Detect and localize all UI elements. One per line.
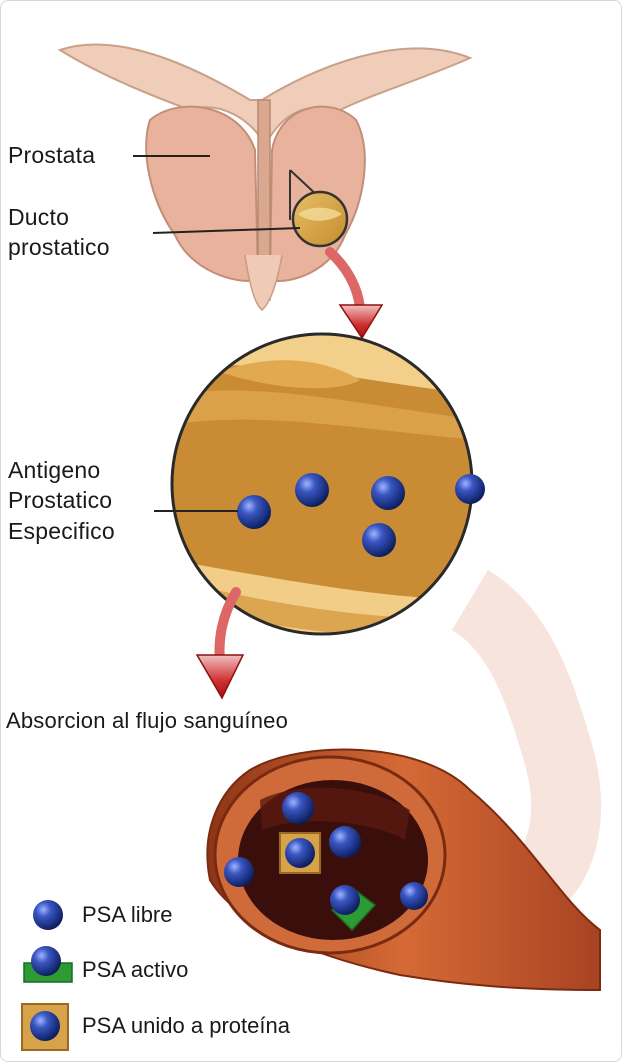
legend-bound-psa-icon	[30, 1011, 60, 1041]
psa-molecule-icon	[282, 792, 314, 824]
duct-leader-line	[152, 227, 301, 234]
prostate-label: Prostata	[8, 142, 96, 168]
psa-molecule-icon	[237, 495, 271, 529]
psa-molecule-icon	[330, 885, 360, 915]
psa-label: Antigeno Prostatico Especifico	[8, 455, 115, 546]
psa-label-line2: Prostatico	[8, 487, 113, 514]
absorption-label: Absorcion al flujo sanguíneo	[6, 708, 289, 733]
duct-label-line1: Ducto	[8, 204, 70, 230]
legend-active-psa-icon	[31, 946, 61, 976]
prostate-illustration	[57, 43, 473, 311]
legend-bound-label: PSA unido a proteína	[82, 1013, 290, 1038]
duct-label: Ducto prostatico	[8, 202, 110, 263]
psa-molecule-icon	[371, 476, 405, 510]
vessel-background-shape	[450, 570, 602, 905]
psa-molecule-icon	[224, 857, 254, 887]
psa-molecule-icon	[400, 882, 428, 910]
legend-free-psa-icon	[33, 900, 63, 930]
psa-molecule-icon	[285, 838, 315, 868]
legend-icons	[21, 900, 73, 1051]
psa-molecule-icon	[329, 826, 361, 858]
psa-molecule-icon	[295, 473, 329, 507]
psa-label-line3: Especifico	[8, 517, 115, 544]
duct-zoom-circle	[170, 332, 474, 636]
psa-molecule-icon	[362, 523, 396, 557]
psa-molecules-vessel	[224, 792, 428, 932]
arrow-to-vessel-icon	[195, 587, 245, 700]
duct-label-line2: prostatico	[8, 234, 110, 261]
psa-label-line1: Antigeno	[8, 457, 101, 483]
psa-molecules-zoom	[237, 473, 485, 557]
psa-molecule-icon	[455, 474, 485, 504]
arrow-to-zoom-icon	[325, 247, 384, 340]
legend-free-label: PSA libre	[82, 902, 173, 927]
legend-active-label: PSA activo	[82, 957, 189, 982]
